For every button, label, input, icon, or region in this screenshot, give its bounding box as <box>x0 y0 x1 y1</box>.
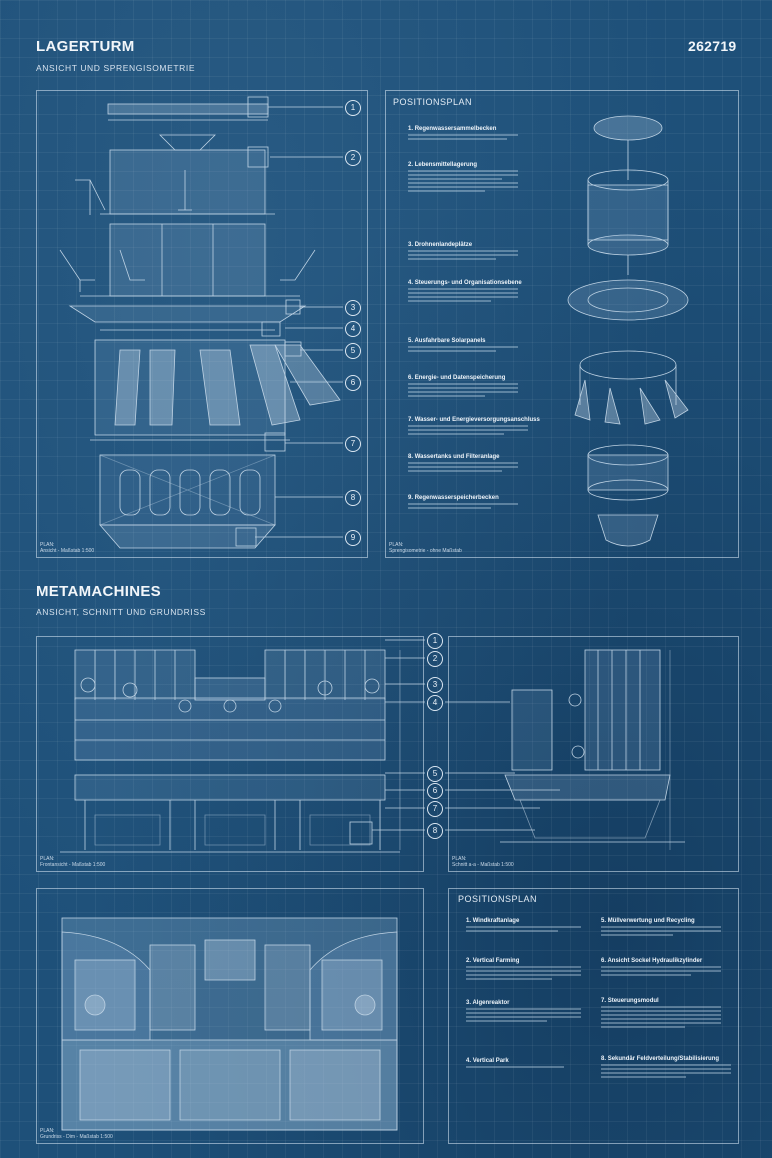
elevation-caption: PLAN: Ansicht - Maßstab 1:500 <box>40 542 95 554</box>
callout-7: 7 <box>345 436 361 452</box>
section-caption: PLAN: Schnitt a-a - Maßstab 1:500 <box>452 856 514 868</box>
project-number: 262719 <box>688 38 737 54</box>
positionsplan2-frame <box>448 888 739 1144</box>
callout-5: 5 <box>345 343 361 359</box>
callout-m4: 4 <box>427 695 443 711</box>
callout-6: 6 <box>345 375 361 391</box>
position-item: 8. Wassertanks und Filteranlage <box>408 454 518 472</box>
position-item: 1. Windkraftanlage <box>466 918 581 932</box>
callout-4: 4 <box>345 321 361 337</box>
position-item: 7. Steuerungsmodul <box>601 998 721 1028</box>
front-elevation-caption: PLAN: Frontansicht - Maßstab 1:500 <box>40 856 106 868</box>
callout-m6: 6 <box>427 783 443 799</box>
callout-3: 3 <box>345 300 361 316</box>
callout-m2: 2 <box>427 651 443 667</box>
section2-title: METAMACHINES <box>36 583 161 600</box>
positionsplan-label: POSITIONSPLAN <box>393 97 473 107</box>
callout-m7: 7 <box>427 801 443 817</box>
page-title: LAGERTURM <box>36 38 135 55</box>
callout-2: 2 <box>345 150 361 166</box>
position-item: 8. Sekundär Feldverteilung/Stabilisierun… <box>601 1056 731 1078</box>
callout-m3: 3 <box>427 677 443 693</box>
callout-m8: 8 <box>427 823 443 839</box>
position-item: 1. Regenwassersammelbecken <box>408 126 518 140</box>
position-item: 6. Energie- und Datenspeicherung <box>408 375 518 397</box>
position-item: 3. Algenreaktor <box>466 1000 581 1022</box>
callout-m5: 5 <box>427 766 443 782</box>
position-item: 7. Wasser- und Energieversorgungsanschlu… <box>408 417 540 435</box>
position-item: 2. Vertical Farming <box>466 958 581 980</box>
position-item: 5. Müllverwertung und Recycling <box>601 918 721 936</box>
callout-1: 1 <box>345 100 361 116</box>
floorplan-caption: PLAN: Grundriss - Dim - Maßstab 1:500 <box>40 1128 113 1140</box>
callout-m1: 1 <box>427 633 443 649</box>
position-item: 9. Regenwasserspeicherbecken <box>408 495 518 509</box>
section2-subtitle: ANSICHT, SCHNITT UND GRUNDRISS <box>36 607 206 617</box>
callout-9: 9 <box>345 530 361 546</box>
callout-8: 8 <box>345 490 361 506</box>
positionsplan2-label: POSITIONSPLAN <box>458 894 538 904</box>
position-item: 4. Steuerungs- und Organisationsebene <box>408 280 522 302</box>
elevation-frame <box>36 90 368 558</box>
position-item: 4. Vertical Park <box>466 1058 581 1068</box>
iso-caption: PLAN: Sprengisometrie - ohne Maßstab <box>389 542 462 554</box>
floorplan-frame <box>36 888 424 1144</box>
positionsplan-frame <box>385 90 739 558</box>
front-elevation-frame <box>36 636 424 872</box>
position-item: 2. Lebensmittellagerung <box>408 162 518 192</box>
position-item: 3. Drohnenlandeplätze <box>408 242 518 260</box>
section-frame <box>448 636 739 872</box>
page-subtitle: ANSICHT UND SPRENGISOMETRIE <box>36 63 196 73</box>
position-item: 6. Ansicht Sockel Hydraulikzylinder <box>601 958 721 976</box>
position-item: 5. Ausfahrbare Solarpanels <box>408 338 518 352</box>
